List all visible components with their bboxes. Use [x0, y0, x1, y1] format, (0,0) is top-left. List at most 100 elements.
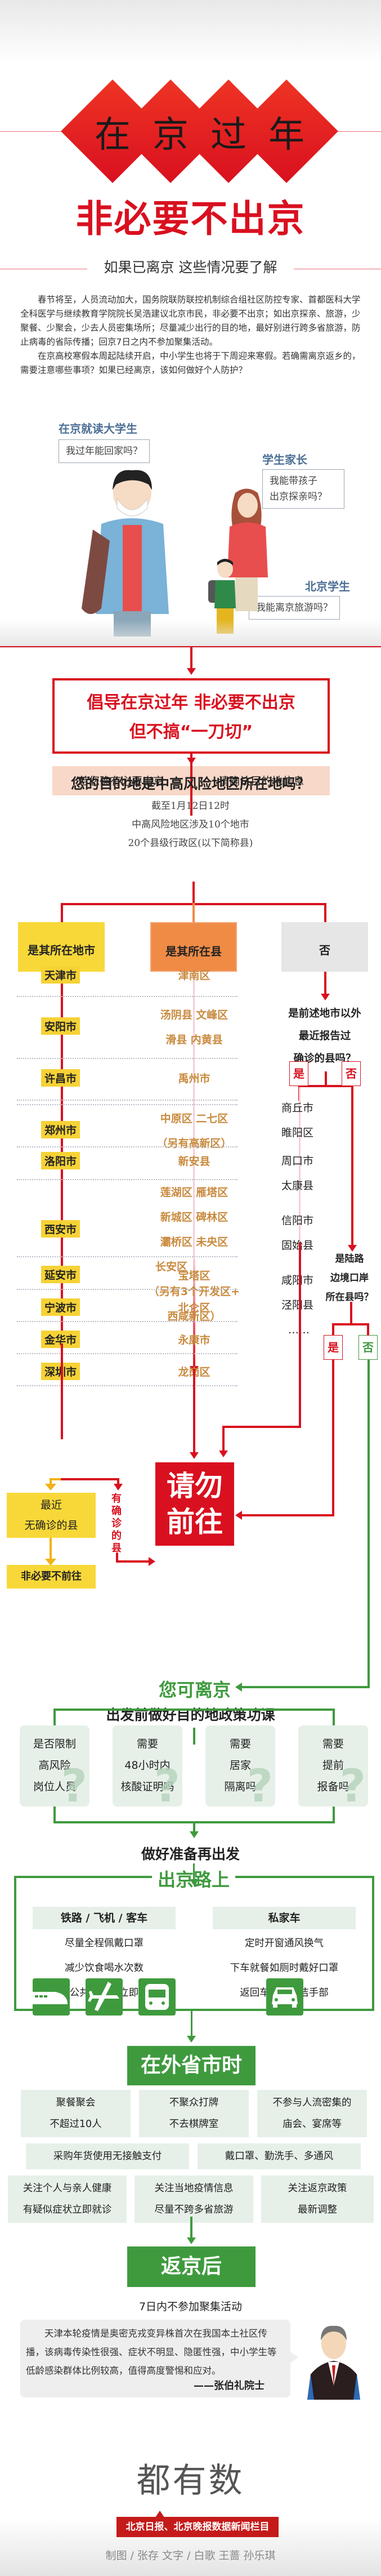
row-divider: [17, 1179, 237, 1180]
row-divider: [17, 1256, 237, 1257]
row-divider: [17, 1385, 237, 1386]
on-road-frame: [14, 1876, 374, 2011]
tip-line: 最新调整: [298, 2204, 337, 2215]
character-label-beijing-student: 北京学生: [305, 580, 350, 593]
do-not-go-box: 请勿 前往: [155, 1462, 234, 1546]
tip-line: 下车就餐如厕时戴好口罩: [230, 1963, 339, 1974]
question-line: 是陆路: [335, 1253, 364, 1265]
county-name: 汤阴县 文峰区: [160, 1009, 228, 1021]
example-county: 咸阳市: [281, 1274, 314, 1287]
row-divider: [17, 1058, 237, 1059]
row-divider: [17, 1104, 237, 1105]
county-list: 莲湖区 雁塔区 新城区 碑林区 灞桥区 未央区 长安区 （另有3个开发区+ 西咸…: [101, 1180, 287, 1329]
city-tag: 郑州市: [41, 1121, 80, 1138]
policy-line-2: 但不搞“一刀切”: [129, 722, 253, 742]
speech-bubble-university-student: 我过年能回家吗？: [59, 439, 150, 463]
diamond-char: 京: [153, 114, 189, 156]
green-line: [235, 1876, 374, 1878]
flow-line: [325, 1071, 327, 1085]
county-name: 禹州市: [178, 1073, 210, 1085]
card-line: 需要: [136, 1738, 158, 1750]
tip-line: 不参与人流密集的: [272, 2097, 352, 2108]
homework-card: 需要 48小时内 核酸证明吗 ?: [113, 1725, 182, 1807]
policy-note-left: 若您确有必要出京: [78, 775, 164, 788]
public-transport-header: 铁路 / 飞机 / 客车: [33, 1907, 176, 1929]
card-line: 48小时内: [124, 1759, 171, 1772]
card-line: 岗位人员: [33, 1781, 76, 1793]
flow-line: [367, 1323, 369, 1336]
city-tag: 洛阳市: [41, 1152, 80, 1169]
box-line: 请勿: [167, 1470, 223, 1502]
tip-box: 关注个人与亲人健康 有疑似症状立即就诊: [8, 2175, 127, 2223]
tip-box: 聚餐聚会 不超过10人: [21, 2090, 131, 2137]
flow-line: [192, 882, 195, 903]
row-divider: [17, 1353, 237, 1354]
can-leave-beijing: 您可离京: [159, 1679, 231, 1701]
tip-line: 尽量全程佩戴口罩: [65, 1938, 144, 1949]
branch-city: 是其所在地市: [18, 922, 105, 972]
homework-title: 出发前做好目的地政策功课: [106, 1707, 275, 1723]
flow-line: [324, 903, 326, 922]
green-line: [191, 2011, 192, 2038]
tip-box: 关注当地疫情信息 尽量不跨多省旅游: [135, 2175, 253, 2223]
box-line: 前往: [167, 1506, 223, 1538]
example-county: 信阳市: [281, 1214, 314, 1227]
arrow-down-icon: [187, 2036, 196, 2043]
tip-line: 庙会、宴席等: [283, 2119, 342, 2130]
question-line: 确诊的县吗？: [293, 1053, 356, 1065]
flow-line: [50, 1478, 63, 1480]
brand-logo: 都有数: [136, 2461, 245, 2501]
county-name: 宝塔区: [178, 1270, 210, 1282]
train-icon: [33, 1978, 70, 2016]
county-list: 宝塔区: [113, 1263, 276, 1288]
arrow-down-icon: [187, 668, 196, 675]
ready-to-go: 做好准备再出发: [141, 1846, 240, 1862]
example-county: 太康县: [281, 1180, 314, 1192]
arrow-down-icon: [348, 1245, 357, 1252]
flow-line: [332, 1360, 334, 1516]
arrow-down-icon: [45, 1559, 56, 1565]
city-tag: 深圳市: [41, 1363, 80, 1380]
county-name: 津南区: [178, 969, 210, 982]
diamond-char: 在: [95, 114, 131, 156]
city-tag: 许昌市: [41, 1069, 80, 1087]
flow-line: [116, 1552, 118, 1563]
arrow-right-icon: [149, 1557, 155, 1566]
card-line: 高风险: [38, 1759, 71, 1772]
diamond-char: 过: [210, 114, 246, 156]
bubble-line: 出京探亲吗？: [270, 491, 327, 502]
flow-line: [239, 1514, 334, 1516]
row-divider: [17, 1146, 237, 1147]
row-divider: [17, 996, 237, 997]
intro-paragraph-2: 在京高校寒假本周起陆续开启，中小学生也将于下周迎来寒假。若确需离京返乡的，需要注…: [20, 351, 361, 375]
county-list: 北仑区: [113, 1296, 276, 1320]
question-line: 边境口岸: [330, 1273, 369, 1284]
bus-icon: [138, 1978, 176, 2016]
flow-line: [50, 1478, 52, 1485]
green-line: [333, 1807, 335, 1822]
return-note: 7日内不参加聚集活动: [138, 2301, 243, 2313]
row-divider: [17, 1321, 237, 1322]
county-name: 西咸新区）: [167, 1310, 221, 1323]
tip-box: 不聚众打牌 不去棋牌室: [139, 2090, 249, 2137]
intro-text: 春节将至，人员流动加大，国务院联防联控机制综合组社区防控专家、首都医科大学全科医…: [20, 293, 361, 377]
main-title: 非必要不出京: [75, 197, 306, 241]
green-line: [193, 1728, 195, 1745]
tip-box: 不参与人流密集的 庙会、宴席等: [257, 2090, 367, 2137]
arrow-down-icon: [219, 1451, 228, 1457]
flow-line: [190, 766, 192, 795]
example-county: 泾阳县: [281, 1299, 314, 1311]
brand-tagline: 北京日报、北京晚报数据新闻栏目: [116, 2517, 279, 2537]
tip-box: 戴口罩、勤洗手、多通风: [198, 2143, 361, 2169]
question-line: 所在县吗？: [325, 1292, 374, 1303]
examples-line: [299, 1087, 301, 1335]
has-case-county-label: 有确诊的县: [111, 1493, 122, 1554]
public-transport-tips: 尽量全程佩戴口罩 减少饮食喝水次数 接触公共部位后立即净手: [23, 1931, 186, 2005]
question-note-line: 截至1月12日12时: [151, 800, 230, 812]
county-name: （另有3个开发区+: [148, 1285, 240, 1298]
quote-pointer: [290, 2352, 298, 2363]
character-label-university-student: 在京就读大学生: [59, 422, 137, 435]
question-line: 最近报告过: [298, 1030, 351, 1042]
car-icon: [266, 1978, 303, 2016]
card-line: 隔离吗: [224, 1781, 257, 1793]
